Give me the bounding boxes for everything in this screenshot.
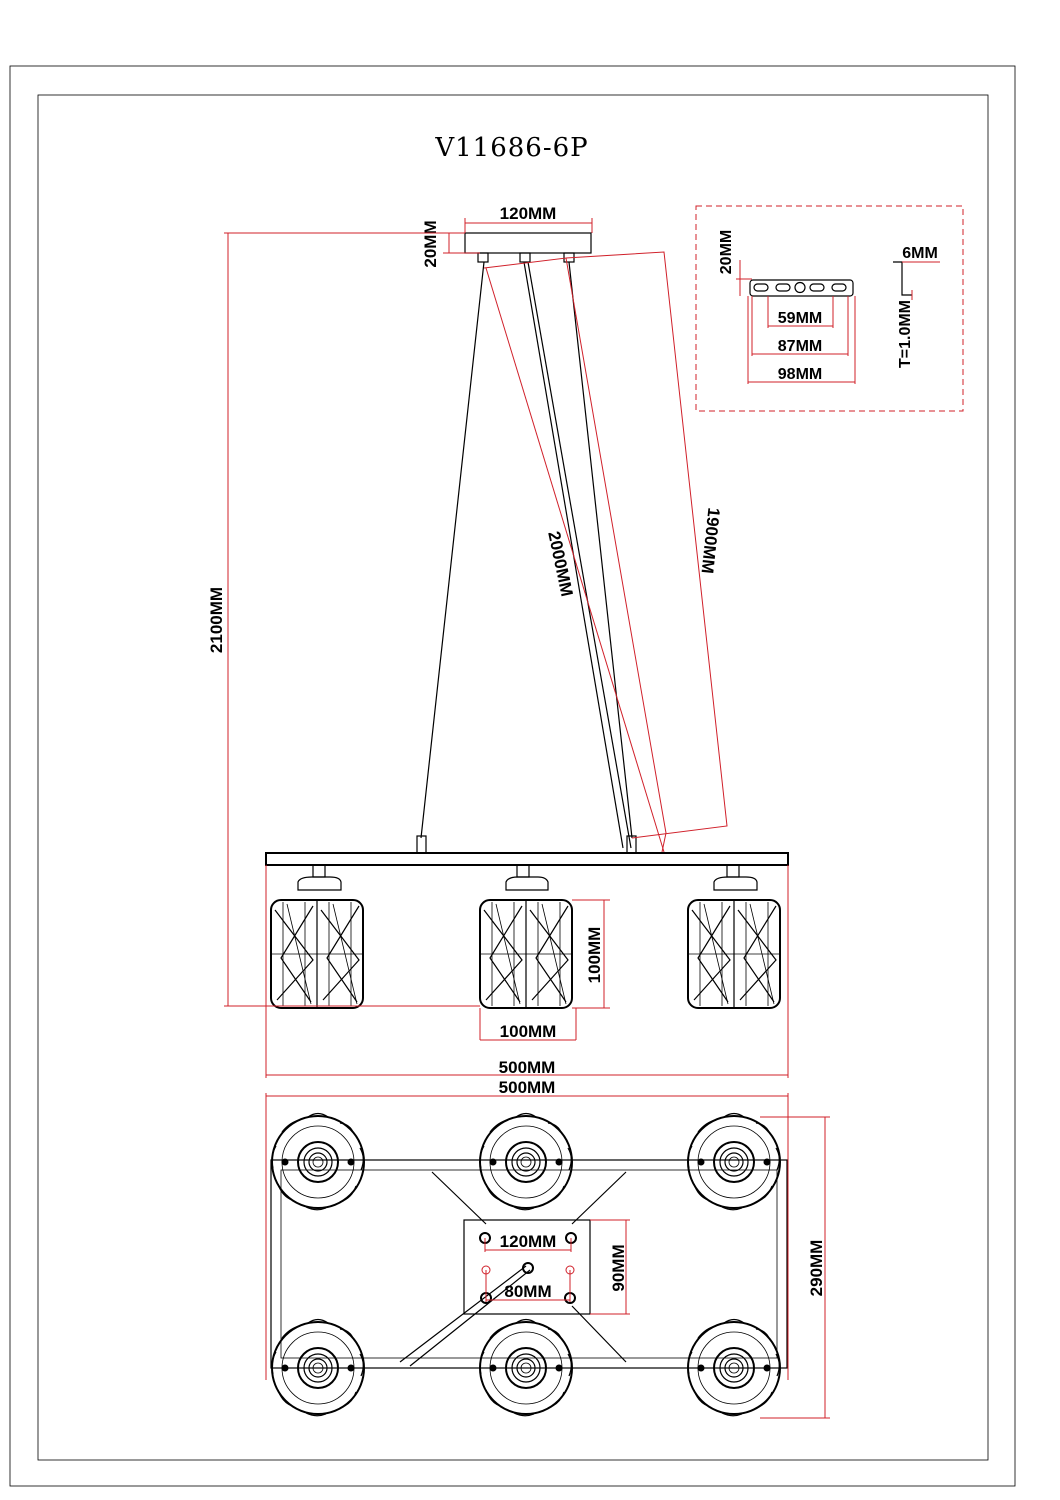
front-elevation: 120MM 20MM 2100MM 2000MM 1900MM 100MM 10… bbox=[207, 204, 789, 1078]
outer-border bbox=[9, 65, 1016, 1487]
drawing-title: V11686-6P bbox=[434, 133, 588, 163]
dim-plate-inner: 80MM bbox=[504, 1282, 551, 1301]
dim-frame-width-front: 500MM bbox=[499, 1058, 556, 1077]
inner-border bbox=[37, 94, 989, 1461]
dim-plate-depth: 90MM bbox=[609, 1244, 628, 1291]
dim-hole-span: 59MM bbox=[778, 310, 822, 327]
dim-shade-height: 100MM bbox=[585, 927, 604, 984]
cable-center-b bbox=[527, 261, 632, 849]
cable-left bbox=[420, 261, 485, 839]
dim-bracket-height: 20MM bbox=[718, 230, 735, 274]
dim-bracket-thickness: T=1.0MM bbox=[897, 300, 914, 368]
dim-bracket-lip: 6MM bbox=[902, 245, 938, 262]
dim-inner-span: 87MM bbox=[778, 338, 822, 355]
dim-cable-short: 1900MM bbox=[698, 507, 724, 575]
dim-frame-width-top: 500MM bbox=[499, 1078, 556, 1097]
dim-frame-depth-top: 290MM bbox=[807, 1240, 826, 1297]
top-view: 500MM 290MM 120MM 80MM 90MM bbox=[265, 1078, 830, 1419]
dim-plate-width: 120MM bbox=[500, 1232, 557, 1251]
cable-right bbox=[568, 261, 633, 839]
bracket-detail: 20MM 59MM 87MM 98MM 6MM T=1.0MM bbox=[695, 205, 964, 412]
canopy bbox=[464, 232, 592, 254]
dim-total-height: 2100MM bbox=[207, 587, 226, 653]
frame-bar bbox=[265, 852, 789, 866]
frame-outline bbox=[270, 1159, 788, 1369]
dim-canopy-width: 120MM bbox=[500, 204, 557, 223]
bracket-frame bbox=[695, 205, 964, 412]
mount-plate bbox=[463, 1219, 591, 1315]
dim-canopy-height: 20MM bbox=[421, 220, 440, 267]
dim-outer-span: 98MM bbox=[778, 366, 822, 383]
dim-cable-long: 2000MM bbox=[544, 530, 576, 599]
bracket-plate bbox=[749, 279, 854, 297]
dim-shade-width: 100MM bbox=[500, 1022, 557, 1041]
